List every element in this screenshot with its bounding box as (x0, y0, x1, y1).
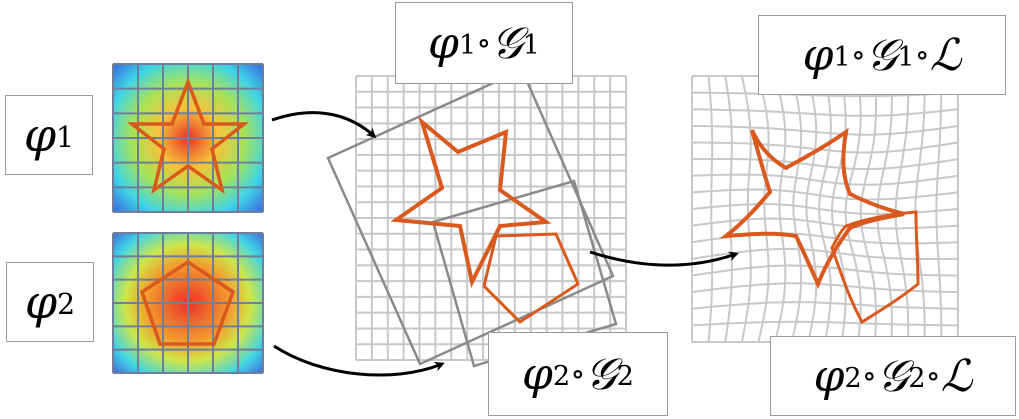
heatmap-star (112, 63, 264, 213)
warped-grid-vline (935, 75, 943, 343)
star-warped (719, 127, 905, 290)
label-phi1-g1-l-phi-sub: 1 (833, 41, 851, 73)
label-phi2-g2-l-l: ℒ (940, 350, 973, 402)
label-phi1-g1-l-compose-1: ∘ (850, 37, 866, 73)
warped-grid-hline (691, 141, 959, 154)
label-phi2-g2-g: 𝒢 (585, 348, 617, 400)
warped-grid-vline (914, 75, 926, 343)
middle-grid-panel (326, 68, 627, 368)
middle-grid (355, 75, 627, 361)
frame-g2 (431, 179, 618, 368)
warped-grid-hline (691, 282, 959, 294)
warped-grid-hline (691, 158, 959, 171)
warped-grid (691, 75, 959, 343)
star-transformed (390, 116, 552, 288)
warped-grid-hline (691, 264, 959, 277)
label-phi1-symbol: φ (23, 108, 57, 162)
arrow-phi1-to-middle (271, 111, 377, 139)
label-phi1-g1-phi-sub: 1 (458, 29, 477, 61)
label-phi2-g2-l-g: 𝒢 (876, 350, 909, 402)
label-phi1-g1-g-sub: 1 (522, 29, 540, 61)
warped-grid-hline (691, 188, 959, 201)
warped-grid-hline (691, 91, 959, 98)
label-phi1-g1-phi: φ (428, 17, 459, 69)
heatmap-pentagon (112, 232, 264, 374)
arrow-phi2-to-middle (273, 344, 445, 377)
frame-g1 (326, 68, 615, 366)
label-phi1-g1-l-compose-2: ∘ (914, 37, 930, 73)
label-phi1-subscript: 1 (56, 120, 75, 154)
warped-grid-hline (691, 173, 959, 186)
label-phi2-subscript: 2 (57, 287, 76, 321)
pentagon-transformed (482, 232, 580, 324)
warped-grid-hline (691, 108, 959, 117)
label-phi2-g2-l-phi: φ (813, 350, 845, 402)
label-phi2-g2-l-g-sub: 2 (908, 362, 926, 394)
label-phi2-g2-phi-sub: 2 (552, 360, 571, 392)
label-phi1-g1-compose: ∘ (476, 25, 492, 61)
label-phi2-symbol: φ (24, 275, 58, 329)
warped-grid-hline (691, 202, 959, 216)
warped-grid-vline (740, 75, 752, 343)
warped-grid-vline (707, 75, 714, 343)
label-phi2-g2-l-compose-1: ∘ (861, 358, 877, 394)
label-phi2-g2-l-compose-2: ∘ (925, 358, 941, 394)
warped-grid-hline (691, 247, 959, 260)
label-phi2-g2-phi: φ (522, 348, 553, 400)
warped-grid-hline (691, 320, 959, 327)
label-phi1-g1-l-g: 𝒢 (865, 29, 898, 81)
warped-grid-vline (894, 75, 910, 343)
heatmap-star-grid (112, 63, 264, 213)
heatmap-pentagon-grid (112, 232, 264, 374)
star-shape (126, 77, 250, 195)
label-phi1-g1-l-phi: φ (802, 29, 834, 81)
warped-grid-vline (724, 75, 733, 343)
label-phi1-g1-l-g-sub: 1 (897, 41, 915, 73)
label-phi2-g2-l-phi-sub: 2 (844, 362, 862, 394)
label-phi1-g1-g: 𝒢 (491, 17, 523, 69)
label-phi2-g2-g-sub: 2 (616, 360, 634, 392)
warped-grid-hline (691, 301, 959, 310)
label-phi1-g1-l-l: ℒ (929, 29, 962, 81)
warped-grid-hline (691, 217, 959, 230)
pentagon-shape (139, 259, 236, 346)
pentagon-warped (830, 210, 920, 325)
right-grid-panel (691, 75, 959, 343)
warped-grid-hline (691, 124, 959, 136)
label-phi2-g2-compose: ∘ (570, 356, 586, 392)
arrow-middle-to-right (589, 250, 739, 267)
